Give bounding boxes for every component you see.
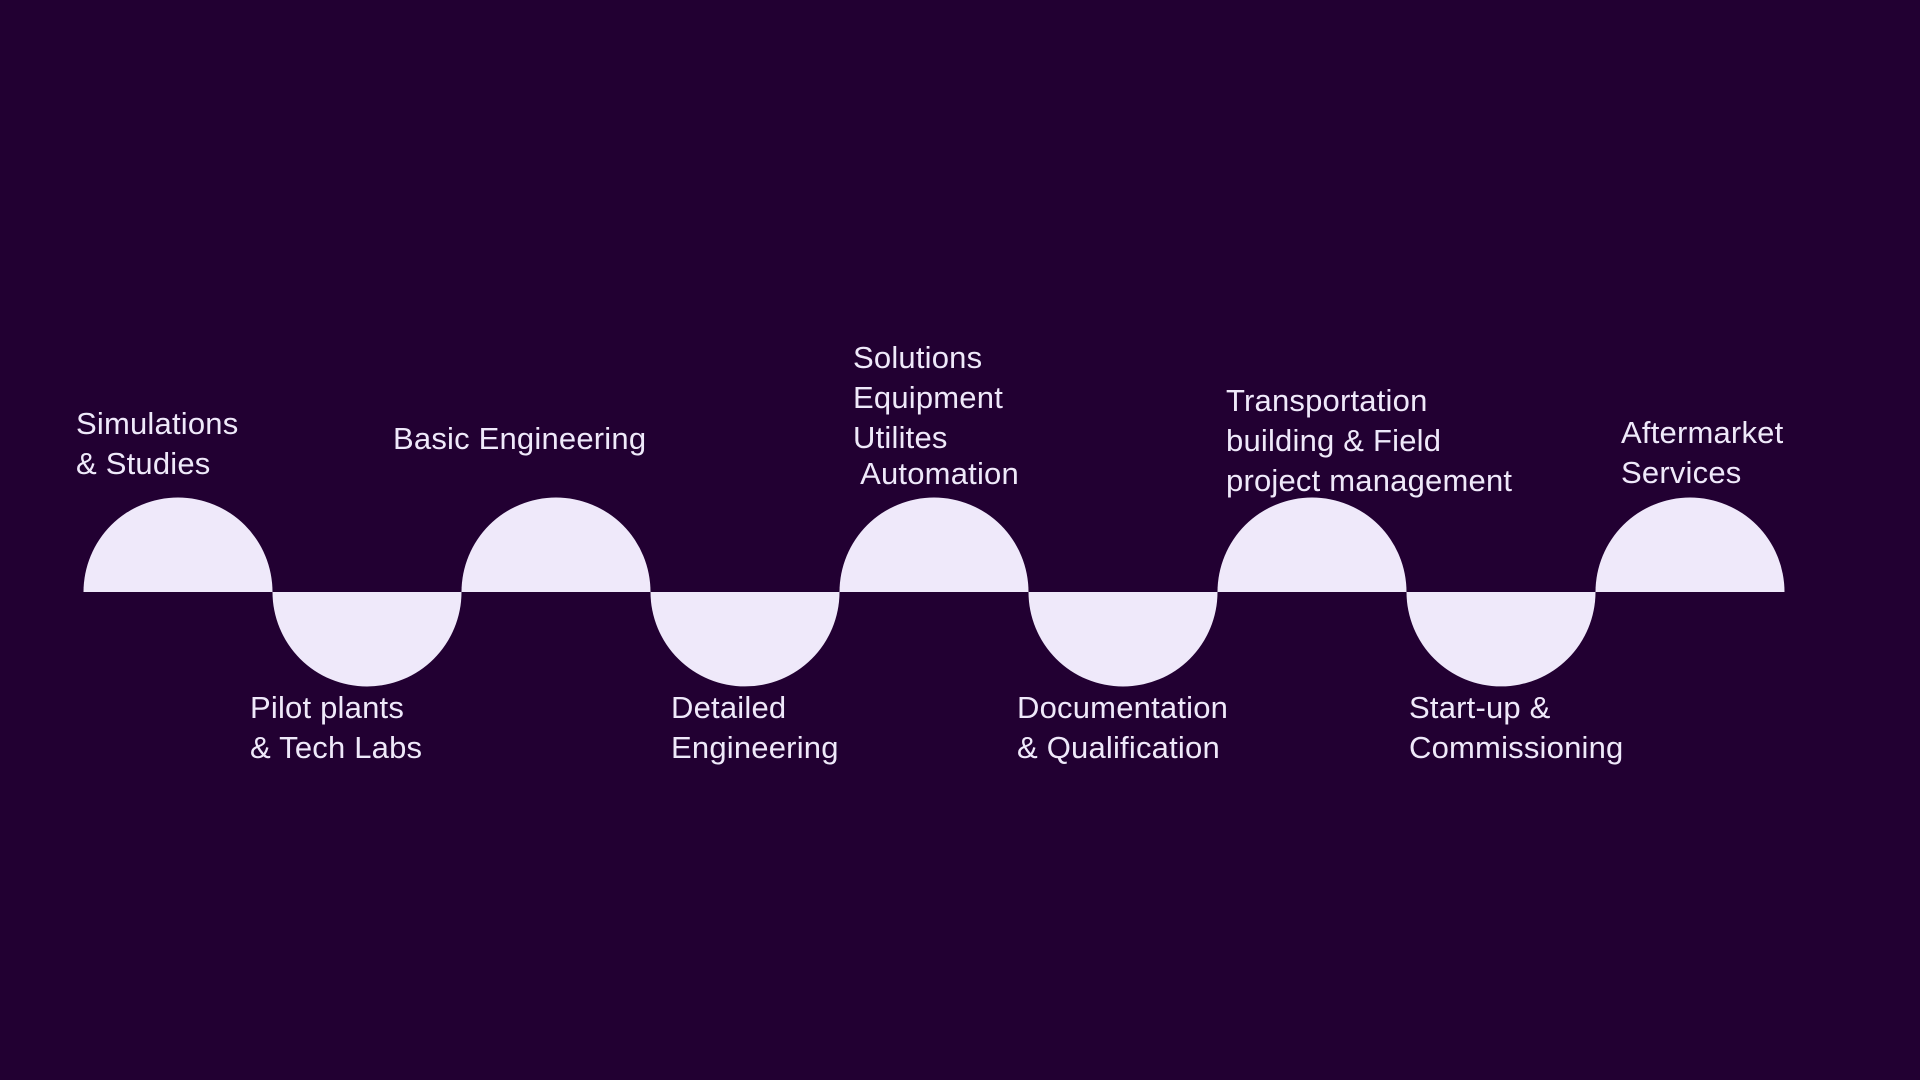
stage-label-aftermarket: Aftermarket Services — [1621, 413, 1783, 493]
stage-label-simulations: Simulations & Studies — [76, 404, 238, 484]
wave-half-disc-basic — [461, 497, 651, 592]
stage-label-line: & Studies — [76, 446, 211, 481]
stage-label-detailed: Detailed Engineering — [671, 688, 839, 768]
stage-label-line: & Tech Labs — [250, 730, 423, 765]
stage-label-line: project management — [1226, 463, 1513, 498]
stage-label-basic: Basic Engineering — [393, 419, 646, 459]
stage-label-pilot: Pilot plants & Tech Labs — [250, 688, 422, 768]
stage-label-transport: Transportation building & Field project … — [1226, 381, 1512, 501]
stage-label-line: Commissioning — [1409, 730, 1624, 765]
stage-label-line: Transportation — [1226, 383, 1428, 418]
wave-half-disc-aftermarket — [1595, 497, 1785, 592]
stage-label-startup: Start-up & Commissioning — [1409, 688, 1624, 768]
wave-half-disc-pilot — [272, 592, 462, 687]
stage-label-line: Equipment — [853, 380, 1004, 415]
wave-half-disc-detailed — [650, 592, 840, 687]
stage-label-line: Documentation — [1017, 690, 1229, 725]
stage-label-line: Engineering — [671, 730, 839, 765]
wave-half-disc-solutions — [839, 497, 1029, 592]
stage-label-line: Detailed — [671, 690, 787, 725]
stage-label-line: Services — [1621, 455, 1742, 490]
wave-half-disc-transport — [1217, 497, 1407, 592]
wave-half-disc-documentation — [1028, 592, 1218, 687]
wave-half-disc-simulations — [83, 497, 273, 592]
stage-label-line: Simulations — [76, 406, 239, 441]
stage-label-line: Solutions — [853, 340, 983, 375]
stage-label-line: Basic Engineering — [393, 421, 647, 456]
stage-label-line: Utilites — [853, 420, 948, 455]
stage-label-line: Pilot plants — [250, 690, 405, 725]
stage-label-line: building & Field — [1226, 423, 1442, 458]
stage-label-documentation: Documentation & Qualification — [1017, 688, 1228, 768]
stage-label-line: Aftermarket — [1621, 415, 1784, 450]
stage-label-solutions: Solutions Equipment Utilites Automation — [853, 338, 1019, 494]
wave-half-disc-startup — [1406, 592, 1596, 687]
stage-label-line: Automation — [853, 456, 1019, 491]
stage-label-line: Start-up & — [1409, 690, 1551, 725]
stage-label-line: & Qualification — [1017, 730, 1220, 765]
